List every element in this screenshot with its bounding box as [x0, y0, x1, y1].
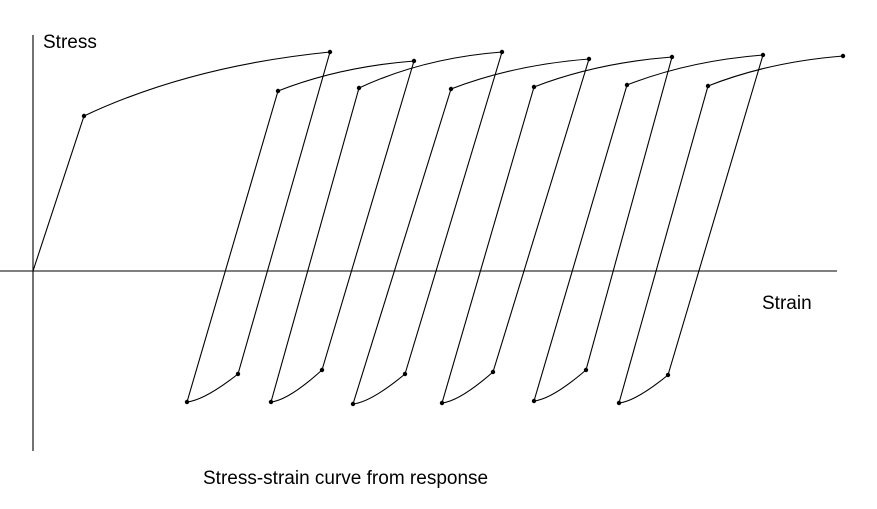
compressive-yield-point-3	[402, 371, 408, 377]
compressive-curve-5	[533, 369, 587, 402]
compressive-yield-point-1	[235, 371, 241, 377]
peak-point-7	[840, 53, 846, 59]
reloading-line-6	[618, 85, 709, 404]
compressive-yield-point-4	[490, 369, 496, 375]
compressive-yield-point-5	[583, 367, 589, 373]
diagram-caption: Stress-strain curve from response	[203, 468, 489, 489]
hardening-curve-3	[358, 51, 503, 89]
unloading-line-6	[667, 54, 764, 376]
hardening-curve-6	[626, 54, 764, 86]
reloading-line-4	[441, 86, 535, 404]
tensile-yield-point-6	[705, 83, 711, 89]
hardening-curve-4	[450, 58, 590, 90]
reversal-point-1	[184, 399, 190, 405]
initial-elastic-line	[32, 115, 85, 272]
hardening-curve-5	[533, 56, 673, 88]
reversal-point-6	[616, 400, 622, 406]
reversal-point-4	[439, 400, 445, 406]
tensile-yield-point-4	[531, 84, 537, 90]
unloading-line-2	[321, 60, 415, 371]
tensile-yield-point-5	[624, 82, 630, 88]
initial-hardening-curve	[83, 51, 331, 117]
compressive-yield-point-6	[665, 372, 671, 378]
reversal-point-3	[350, 401, 356, 407]
compressive-curve-6	[618, 374, 669, 404]
unloading-line-3	[404, 51, 503, 375]
reloading-line-1	[186, 90, 279, 403]
unloading-line-1	[237, 51, 331, 375]
reloading-line-3	[352, 88, 452, 405]
unloading-line-5	[585, 56, 673, 371]
reloading-line-5	[533, 84, 628, 402]
hardening-curve-2	[277, 60, 415, 92]
compressive-curve-1	[186, 373, 239, 403]
tensile-yield-point-1	[275, 88, 281, 94]
yield-point	[81, 113, 87, 119]
unloading-line-4	[492, 58, 590, 373]
tensile-yield-point-2	[356, 85, 362, 91]
hardening-curve-7	[707, 55, 844, 87]
reloading-line-2	[270, 87, 360, 403]
compressive-curve-4	[441, 371, 494, 404]
reversal-point-5	[531, 398, 537, 404]
compressive-yield-point-2	[319, 367, 325, 373]
y-axis-label: Stress	[43, 32, 97, 53]
tensile-yield-point-3	[448, 86, 454, 92]
x-axis-label: Strain	[762, 293, 812, 314]
compressive-curve-3	[352, 373, 406, 405]
compressive-curve-2	[270, 369, 323, 403]
reversal-point-2	[268, 399, 274, 405]
